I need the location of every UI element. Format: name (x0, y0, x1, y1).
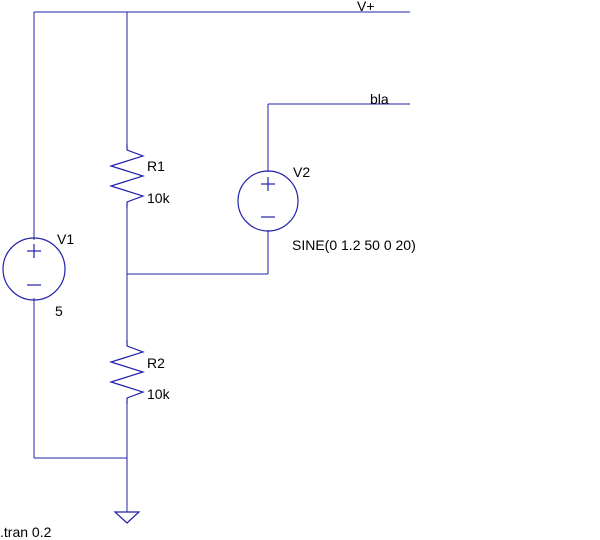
ground-symbol (113, 511, 141, 524)
v2-name-label: V2 (293, 164, 310, 180)
r2-name-label: R2 (147, 355, 165, 371)
r1-value-label: 10k (147, 190, 171, 206)
r1-resistor-symbol (108, 144, 146, 208)
v1-source-symbol (2, 237, 66, 301)
v1-value-label: 5 (55, 303, 63, 319)
v2-source-symbol (237, 170, 299, 232)
v2-value-label: SINE(0 1.2 50 0 20) (292, 237, 416, 253)
v1-name-label: V1 (57, 231, 74, 247)
net-label-vplus: V+ (357, 0, 375, 14)
r1-name-label: R1 (147, 158, 165, 174)
net-label-bla: bla (370, 91, 389, 107)
wires (33, 11, 410, 512)
r2-value-label: 10k (147, 386, 171, 402)
spice-directive: .tran 0.2 (0, 524, 52, 540)
r2-resistor-symbol (108, 340, 146, 404)
